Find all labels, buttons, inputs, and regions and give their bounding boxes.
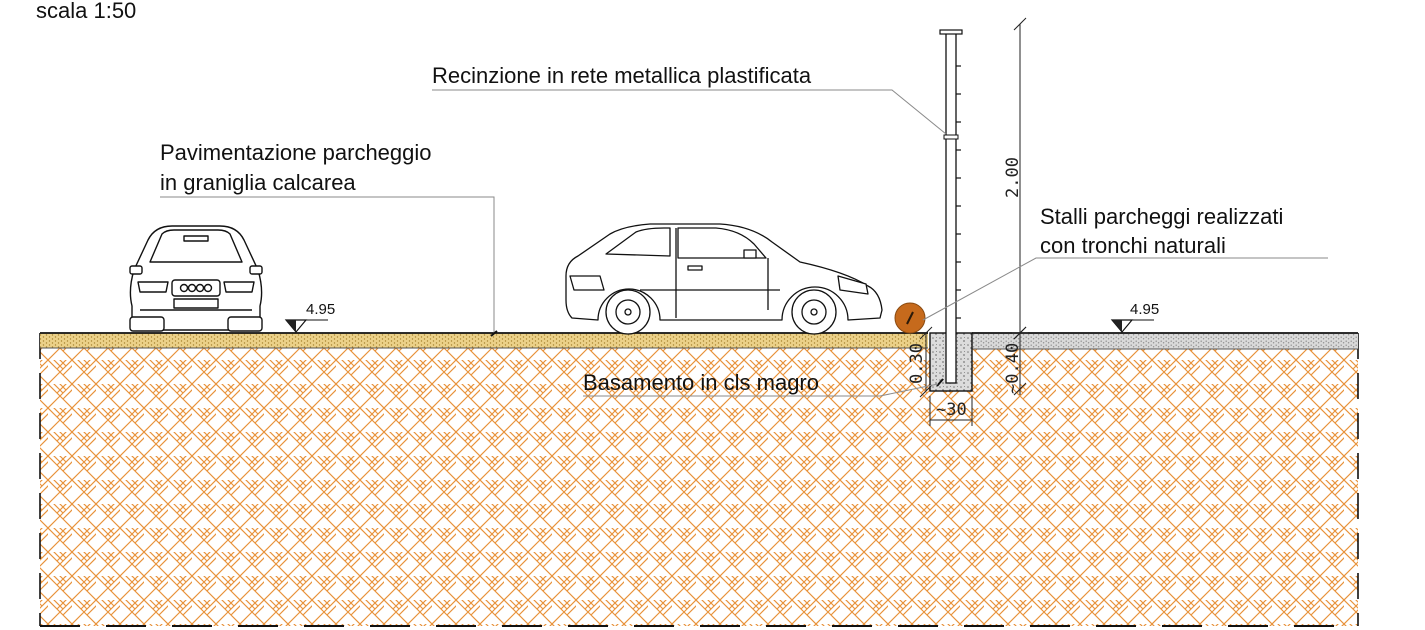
level-marker-right-icon xyxy=(1110,319,1154,333)
fence-post-clamp xyxy=(943,134,959,140)
fence-post-cap xyxy=(939,29,963,35)
label-fence: Recinzione in rete metallica plastificat… xyxy=(432,63,812,88)
label-paving-1: Pavimentazione parcheggio xyxy=(160,140,432,165)
soil-hatch xyxy=(40,348,1358,626)
label-base: Basamento in cls magro xyxy=(583,370,819,395)
leader-fence xyxy=(432,89,947,135)
scale-title: scala 1:50 xyxy=(36,0,136,23)
level-right-text: 4.95 xyxy=(1130,301,1159,318)
base-anchor xyxy=(936,378,944,387)
fence-mesh-ticks xyxy=(956,65,961,319)
car-side-icon xyxy=(565,223,883,335)
dim-post-height-text: 2.00 xyxy=(1003,157,1023,198)
dim-right-depth xyxy=(1013,326,1027,396)
dim-right-depth-text: ~0.40 xyxy=(1003,343,1023,394)
label-stalls-2: con tronchi naturali xyxy=(1040,233,1226,258)
leader-stalls xyxy=(922,257,1328,321)
fence-post xyxy=(945,32,957,384)
dim-footing-depth-text: 0.30 xyxy=(907,343,927,384)
leader-base xyxy=(583,383,939,397)
dim-footing-width-text: ~30 xyxy=(936,400,967,420)
gravel-layer xyxy=(972,333,1358,349)
dim-footing-width xyxy=(929,396,973,426)
log-section-icon xyxy=(894,302,926,334)
car-front-icon xyxy=(129,225,263,332)
label-paving-2: in graniglia calcarea xyxy=(160,170,356,195)
paving-layer xyxy=(40,333,928,348)
label-stalls-1: Stalli parcheggi realizzati xyxy=(1040,204,1283,229)
level-marker-icon xyxy=(284,319,328,333)
leader-paving xyxy=(160,196,498,337)
dim-footing-depth xyxy=(919,326,933,398)
level-left-text: 4.95 xyxy=(306,301,335,318)
